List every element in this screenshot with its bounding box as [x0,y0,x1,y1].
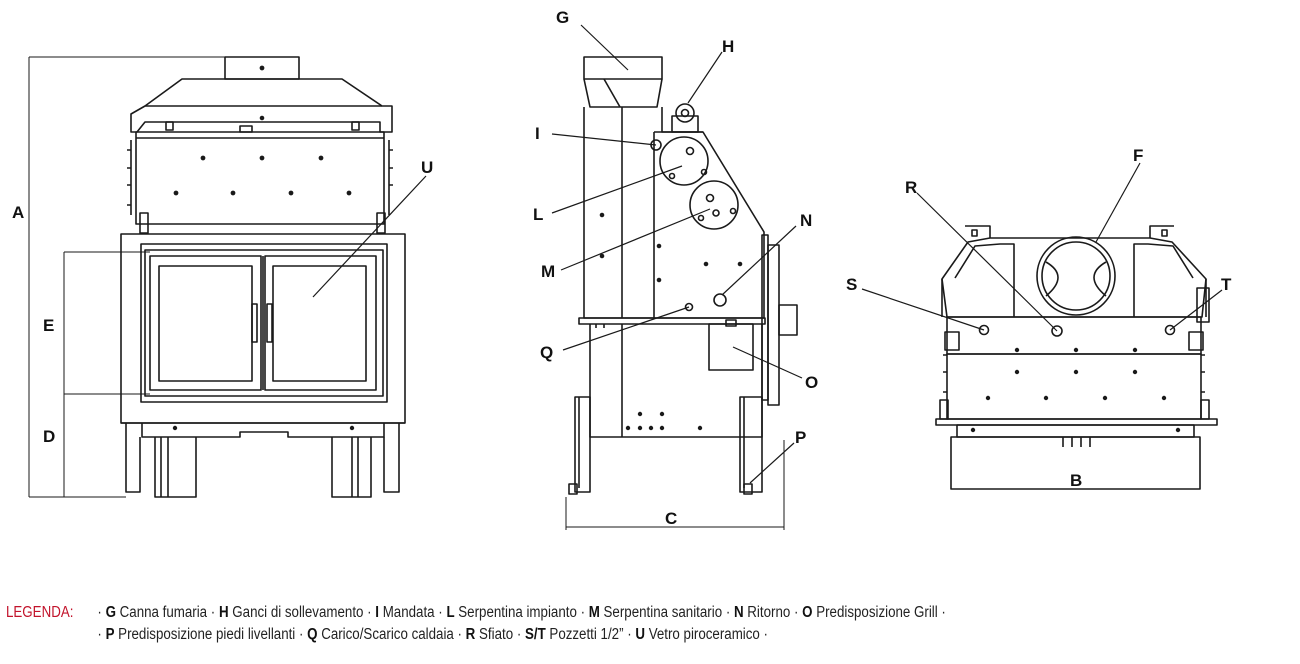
legend-key: H [218,604,229,621]
legend-key: O [802,604,813,621]
legend-key: L [446,604,455,621]
label-t: T [1221,275,1232,294]
legend-text: Serpentina sanitario [603,604,723,621]
label-c: C [665,509,677,528]
label-l: L [533,205,543,224]
legend-text: Carico/Scarico caldaia [321,626,454,643]
label-n: N [800,211,812,230]
letter-labels: A E D U G H I L M N Q O P C F R S T B [12,8,1232,528]
legend-key: G [105,604,116,621]
legend-text: Predisposizione Grill [816,604,938,621]
legend-key: I [375,604,379,621]
label-p: P [795,428,806,447]
legend-key: R [465,626,476,643]
legend-text: Canna fumaria [119,604,208,621]
side-dimensions [565,440,785,530]
legend-key: N [733,604,744,621]
legend: LEGENDA: · G Canna fumaria · H Ganci di … [6,602,1115,646]
legend-row-1: LEGENDA: · G Canna fumaria · H Ganci di … [6,602,1115,624]
legend-key: M [588,604,600,621]
label-i: I [535,124,540,143]
front-view [120,56,427,498]
legend-text: Predisposizione piedi livellanti [118,626,296,643]
technical-drawing: A E D U G H I L M N Q O P C F R S T B [12,8,1232,530]
label-a: A [12,203,24,222]
legend-text: Sfiato [479,626,514,643]
label-u: U [421,158,433,177]
label-g: G [556,8,569,27]
legend-text: Mandata [382,604,435,621]
label-q: Q [540,343,553,362]
label-s: S [846,275,857,294]
legend-text: Vetro piroceramico [648,626,760,643]
legend-text: Ganci di sollevamento [232,604,364,621]
label-b: B [1070,471,1082,490]
label-o: O [805,373,818,392]
top-view [861,162,1223,490]
label-h: H [722,37,734,56]
legend-key: P [105,626,115,643]
legend-text: Ritorno [747,604,791,621]
legend-key: U [635,626,646,643]
label-r: R [905,178,917,197]
label-m: M [541,262,555,281]
label-d: D [43,427,55,446]
legend-key: Q [307,626,318,643]
label-e: E [43,316,54,335]
legend-line-2: · P Predisposizione piedi livellanti · Q… [93,626,769,643]
legend-row-2: · P Predisposizione piedi livellanti · Q… [6,624,1115,646]
legend-text: Pozzetti 1/2” [549,626,624,643]
label-f: F [1133,146,1143,165]
legend-key: S/T [524,626,546,643]
legend-text: Serpentina impianto [458,604,577,621]
legend-line-1: · G Canna fumaria · H Ganci di sollevame… [93,604,946,621]
legend-title: LEGENDA: [6,604,74,621]
side-view [551,24,803,495]
front-dimensions [28,56,225,498]
